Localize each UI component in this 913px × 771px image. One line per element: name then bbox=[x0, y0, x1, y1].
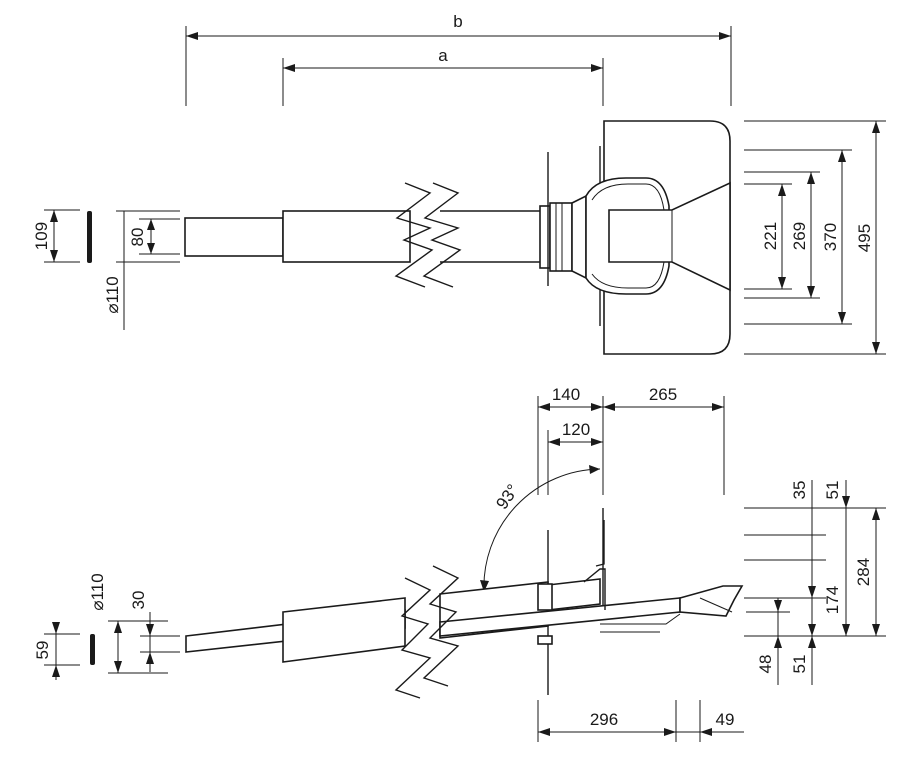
top-right-dimensions: 495 370 269 221 bbox=[744, 120, 886, 355]
label-296: 296 bbox=[590, 710, 618, 729]
label-51-bottom: 51 bbox=[790, 655, 809, 674]
side-view: 140 265 120 93° bbox=[33, 385, 886, 742]
angle-93: 93° bbox=[480, 465, 601, 593]
label-269: 269 bbox=[790, 222, 809, 250]
label-93: 93° bbox=[492, 481, 522, 513]
top-view: b a bbox=[32, 12, 886, 355]
label-b: b bbox=[453, 12, 462, 31]
side-left-dimensions: 59 ⌀110 30 bbox=[33, 573, 180, 680]
dimension-296-49: 296 49 bbox=[537, 700, 744, 742]
label-d110: ⌀110 bbox=[103, 276, 122, 313]
side-pipe bbox=[185, 520, 744, 699]
label-284: 284 bbox=[854, 558, 873, 586]
label-174: 174 bbox=[823, 586, 842, 614]
dimension-140-265: 140 265 bbox=[537, 385, 725, 495]
dimension-120: 120 bbox=[547, 420, 603, 495]
label-221: 221 bbox=[761, 222, 780, 250]
top-bell bbox=[585, 177, 731, 295]
label-48: 48 bbox=[756, 655, 775, 674]
label-80: 80 bbox=[128, 228, 147, 247]
label-109: 109 bbox=[32, 222, 51, 250]
dimension-b: b bbox=[185, 12, 732, 106]
side-right-dimensions: 284 51 174 35 48 51 bbox=[744, 480, 886, 685]
label-59: 59 bbox=[33, 641, 52, 660]
top-flange bbox=[539, 146, 601, 326]
label-265: 265 bbox=[649, 385, 677, 404]
label-51-top: 51 bbox=[823, 481, 842, 500]
label-35: 35 bbox=[790, 481, 809, 500]
label-49: 49 bbox=[716, 710, 735, 729]
top-left-dimensions: 109 80 ⌀110 bbox=[32, 209, 180, 330]
dimension-a: a bbox=[282, 46, 604, 106]
label-495: 495 bbox=[855, 224, 874, 252]
label-d110-side: ⌀110 bbox=[88, 573, 107, 610]
top-pipe bbox=[184, 182, 540, 288]
label-a: a bbox=[438, 46, 448, 65]
label-30: 30 bbox=[129, 591, 148, 610]
label-140: 140 bbox=[552, 385, 580, 404]
label-370: 370 bbox=[821, 223, 840, 251]
label-120: 120 bbox=[562, 420, 590, 439]
